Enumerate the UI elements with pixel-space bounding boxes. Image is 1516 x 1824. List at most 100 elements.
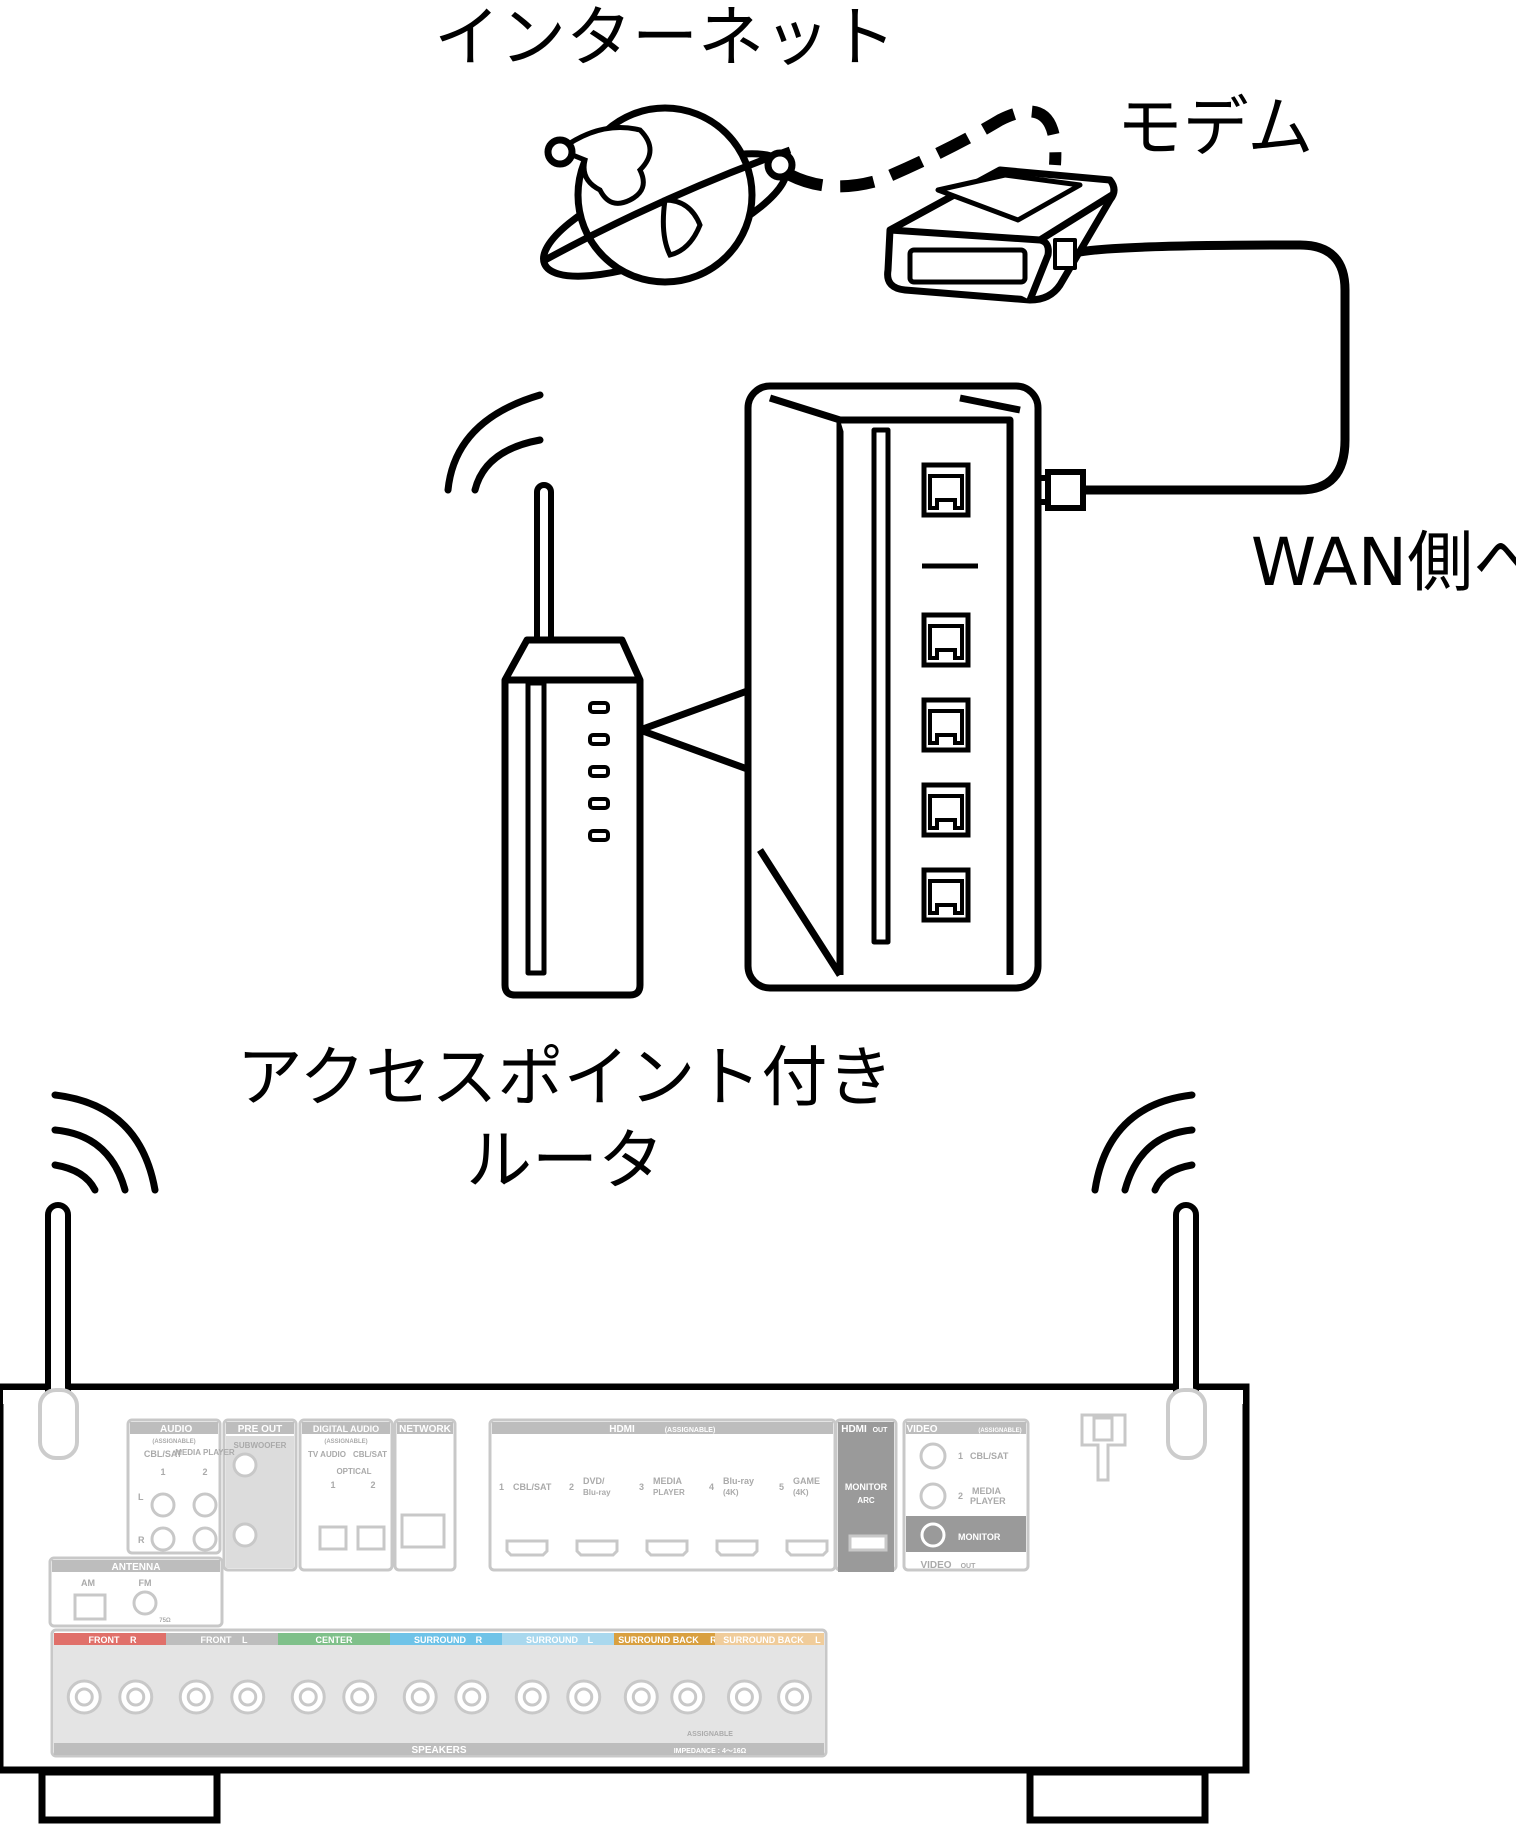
- speaker-channel-band: [715, 1633, 824, 1645]
- audio-num2-text: 2: [202, 1467, 207, 1477]
- speaker-channel-band: [502, 1633, 614, 1645]
- speaker-side-tag: R: [710, 1635, 717, 1645]
- hdmi-input-num: 2: [569, 1482, 574, 1492]
- ohm-text: 75Ω: [159, 1618, 171, 1624]
- speaker-side-tag: R: [130, 1635, 137, 1645]
- hdmi-port-icon: [715, 1539, 759, 1557]
- digital-audio-title: DIGITAL AUDIO: [313, 1424, 379, 1434]
- speaker-channel-label: FRONT: [201, 1635, 232, 1645]
- speaker-channel-label: CENTER: [315, 1635, 353, 1645]
- speaker-terminal-icon: [230, 1679, 266, 1715]
- speakers-title: SPEAKERS: [411, 1745, 466, 1756]
- ethernet-port-icon: [921, 612, 971, 668]
- hdmi-port-icon: [505, 1539, 549, 1557]
- modem-label: モデム: [1117, 89, 1314, 166]
- speaker-channel-label: SURROUND: [526, 1635, 579, 1645]
- video-cbl-sat-text: CBL/SAT: [970, 1451, 1009, 1461]
- hdmi-input-sub: PLAYER: [653, 1488, 685, 1497]
- video-out-title: VIDEO: [920, 1560, 951, 1571]
- modem-to-router-cable: [1079, 240, 1350, 495]
- hdmi-assignable-text: (ASSIGNABLE): [665, 1427, 716, 1434]
- hdmi-input-num: 1: [499, 1482, 504, 1492]
- hdmi-input-sub: (4K): [723, 1488, 739, 1497]
- receiver-wifi-waves: [51, 1091, 1196, 1194]
- speakers-assignable-text: ASSIGNABLE: [687, 1731, 733, 1738]
- modem-device: [884, 166, 1118, 304]
- speaker-side-tag: L: [815, 1635, 821, 1645]
- router-device: [501, 636, 644, 999]
- speaker-side-tag: L: [242, 1635, 248, 1645]
- ethernet-port-icon: [921, 697, 971, 753]
- audio-cbl-sat-text: CBL/SAT: [144, 1449, 183, 1459]
- video-num2-text: 2: [958, 1491, 963, 1501]
- wan-label: WAN側へ: [1251, 524, 1516, 601]
- hdmi-input-sub: (4K): [793, 1488, 809, 1497]
- digital-num2-text: 2: [370, 1480, 375, 1490]
- audio-assignable-text: (ASSIGNABLE): [152, 1439, 195, 1445]
- speaker-channel-band: [278, 1633, 390, 1645]
- speaker-channel-band: [390, 1633, 502, 1645]
- hdmi-monitor-text: MONITOR: [845, 1482, 888, 1492]
- audio-media-player-text: MEDIA PLAYER: [175, 1448, 235, 1457]
- video-num1-text: 1: [958, 1451, 963, 1461]
- speaker-side-tag: L: [588, 1635, 594, 1645]
- speaker-terminal-icon: [726, 1679, 762, 1715]
- router-label-line2: ルータ: [466, 1122, 664, 1199]
- hdmi-out-tag: OUT: [873, 1427, 889, 1434]
- receiver-antenna-right: [1166, 1202, 1207, 1460]
- router-wifi-waves: [444, 391, 544, 494]
- receiver-panel-text: AUDIO (ASSIGNABLE) CBL/SAT MEDIA PLAYER …: [81, 1424, 1022, 1756]
- hdmi-input-num: 4: [709, 1482, 714, 1492]
- speaker-channel-band: [54, 1633, 166, 1645]
- optical-text: OPTICAL: [336, 1467, 371, 1476]
- network-title: NETWORK: [399, 1424, 451, 1435]
- hdmi-out-title: HDMI: [841, 1424, 867, 1435]
- impedance-text: IMPEDANCE : 4～16Ω: [674, 1748, 747, 1755]
- speaker-channel-label: SURROUND: [414, 1635, 467, 1645]
- hdmi-input-ports: [505, 1539, 829, 1557]
- hdmi-input-num: 5: [779, 1482, 784, 1492]
- am-text: AM: [81, 1578, 95, 1588]
- ethernet-port-icon: [921, 782, 971, 838]
- digital-num1-text: 1: [330, 1480, 335, 1490]
- speaker-terminal-icon: [118, 1679, 154, 1715]
- speaker-labels: FRONT R FRONT L CENTER SURROUND R SURROUND L SURR…: [54, 1633, 824, 1645]
- speaker-terminals: [66, 1679, 813, 1715]
- hdmi-input-name: DVD/: [583, 1476, 605, 1486]
- speaker-channel-label: FRONT: [89, 1635, 120, 1645]
- hdmi-port-icon: [645, 1539, 689, 1557]
- speaker-terminal-icon: [670, 1679, 706, 1715]
- rca-jacks: [150, 1452, 386, 1552]
- hdmi-input-name: CBL/SAT: [513, 1482, 552, 1492]
- speaker-terminal-icon: [178, 1679, 214, 1715]
- speaker-terminal-icon: [290, 1679, 326, 1715]
- subwoofer-text: SUBWOOFER: [234, 1441, 287, 1450]
- speaker-terminal-icon: [66, 1679, 102, 1715]
- hdmi-input-name: MEDIA: [653, 1476, 683, 1486]
- speaker-channel-label: SURROUND BACK: [723, 1635, 804, 1645]
- video-out-tag: OUT: [961, 1563, 977, 1570]
- antenna-title: ANTENNA: [112, 1562, 161, 1573]
- ethernet-port-icon: [921, 462, 971, 518]
- hdmi-in-title: HDMI: [609, 1424, 635, 1435]
- router-callout: [636, 686, 754, 774]
- router-ethernet-ports: [921, 462, 971, 923]
- hdmi-port-icon: [785, 1539, 829, 1557]
- speaker-side-tag: R: [476, 1635, 483, 1645]
- router-antenna: [534, 482, 554, 648]
- video-media-text: MEDIA: [972, 1486, 1002, 1496]
- digital-assignable-text: (ASSIGNABLE): [324, 1439, 367, 1445]
- ethernet-port-icon: [921, 867, 971, 923]
- audio-r-text: R: [138, 1535, 145, 1545]
- speaker-channel-label: SURROUND BACK: [618, 1635, 699, 1645]
- speaker-terminal-icon: [454, 1679, 490, 1715]
- hdmi-input-name: GAME: [793, 1476, 820, 1486]
- hdmi-input-num: 3: [639, 1482, 644, 1492]
- receiver-antenna-left: [38, 1202, 79, 1460]
- video-player-text: PLAYER: [970, 1496, 1006, 1506]
- globe-icon: [540, 104, 796, 286]
- speaker-channel-band: [614, 1633, 715, 1645]
- speaker-terminal-icon: [402, 1679, 438, 1715]
